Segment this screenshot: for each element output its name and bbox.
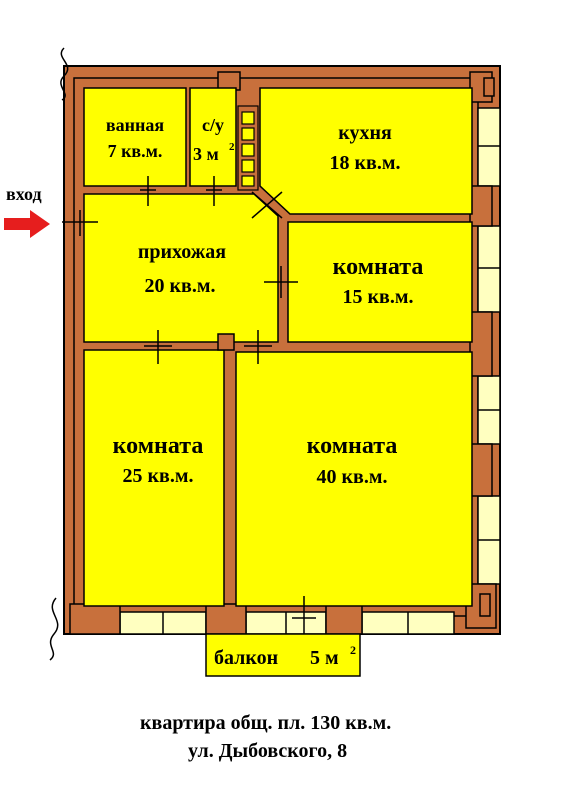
room-toilet [189, 87, 237, 187]
balcony-name: балкон [214, 647, 278, 669]
room-kitchen [259, 87, 473, 215]
room-40 [235, 351, 473, 607]
room-area: 20 кв.м. [145, 275, 216, 297]
room-area: 15 кв.м. [343, 286, 414, 308]
ventilation-shaft [237, 105, 259, 191]
room-area: 25 кв.м. [123, 465, 194, 487]
break-marks [49, 47, 69, 661]
balcony [205, 633, 361, 677]
interior-columns [217, 333, 235, 351]
room-hallway [83, 193, 279, 343]
room-area: 7 кв.м. [108, 141, 163, 161]
bottom-windows [119, 611, 455, 635]
room-15 [287, 221, 473, 343]
room-area: 18 кв.м. [330, 152, 401, 174]
entrance-label: вход [6, 184, 42, 204]
room-name: комната [307, 433, 398, 459]
room-name: прихожая [138, 241, 226, 263]
wall-piers [69, 71, 497, 635]
room-area: 40 кв.м. [317, 466, 388, 488]
rooms [83, 87, 473, 607]
caption-line-1: квартира общ. пл. 130 кв.м. [140, 712, 392, 734]
caption-line-2: ул. Дыбовского, 8 [188, 740, 348, 762]
room-area: 3 м [193, 144, 219, 164]
room-name: комната [333, 254, 424, 280]
room-name: ванная [106, 115, 164, 135]
door-marks [62, 176, 316, 640]
room-25 [83, 349, 225, 607]
room-name: комната [113, 433, 204, 459]
room-name: кухня [338, 122, 392, 144]
entrance-arrow-icon [4, 210, 50, 238]
room-bathroom [83, 87, 187, 187]
balcony-area: 5 м [310, 647, 339, 669]
room-area-superscript: 2 [229, 141, 235, 153]
right-windows [477, 107, 501, 585]
room-name: с/у [202, 115, 224, 135]
balcony-area-superscript: 2 [350, 643, 356, 657]
